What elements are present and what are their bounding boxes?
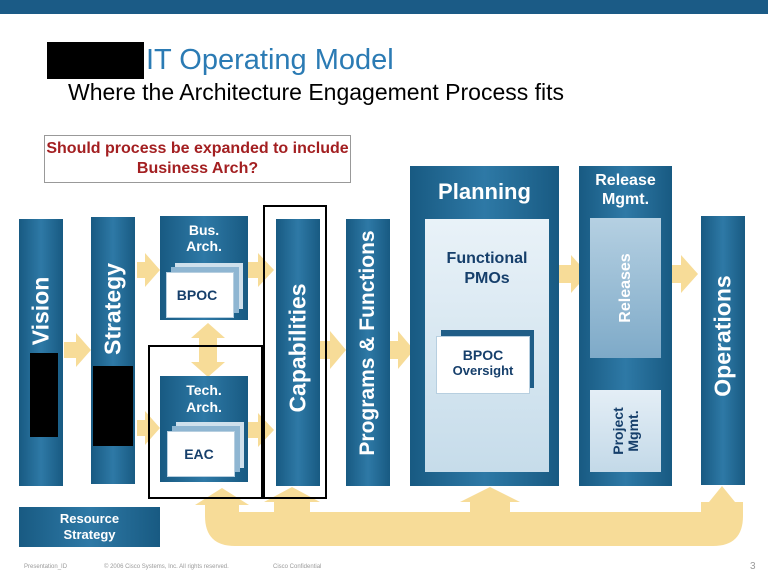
vision-label: Vision [27,276,54,345]
project-mgmt-label: Project Mgmt. [609,407,641,455]
footer-confidential: Cisco Confidential [273,564,322,570]
releases-label: Releases [616,253,634,323]
footer-presentation-id: Presentation_ID [24,564,68,570]
arrow-planning-releases [559,255,588,293]
capabilities-column: Capabilities [276,219,320,486]
functional-pmos-label: Functional PMOs [446,250,528,287]
arrow-bus-tech [191,323,225,377]
resource-loop-arrow [195,486,743,546]
vision-column: Vision [19,219,63,486]
eac-doc-label: EAC [184,446,214,462]
resource-strategy-box: Resource Strategy [19,507,160,547]
bpoc-oversight-label-2: Oversight [452,363,514,378]
page-title: IT Operating Model [146,44,394,76]
programs-functions-column: Programs & Functions [346,219,390,486]
functional-pmos-panel: Functional PMOs BPOC Oversight [425,219,549,472]
bpoc-oversight-document: BPOC Oversight [436,336,530,394]
top-banner [0,0,768,14]
arrow-vision-strategy [64,333,91,367]
question-callout: Should process be expanded to include Bu… [44,135,351,183]
release-mgmt-box: Release Mgmt. Releases Project Mgmt. [579,166,672,486]
capabilities-highlight-frame [263,205,327,499]
redaction-block [47,42,144,79]
planning-label: Planning [438,179,531,204]
page-subtitle: Where the Architecture Engagement Proces… [68,79,565,105]
strategy-label: Strategy [99,262,126,355]
redaction-block [30,353,58,437]
redaction-block [93,366,133,446]
bpoc-doc-label: BPOC [176,287,218,303]
page-number: 3 [750,561,756,572]
tech-arch-label: Tech. Arch. [186,382,222,415]
planning-box: Planning Functional PMOs BPOC Oversight [410,166,559,486]
release-mgmt-label: Release Mgmt. [595,172,656,208]
arrow-capabilities-programs [320,331,346,369]
operations-label: Operations [709,274,736,397]
operations-column: Operations [701,216,745,485]
arrow-strategy-busarch [137,253,160,287]
bus-arch-label: Bus. Arch. [186,222,222,254]
footer-copyright: © 2006 Cisco Systems, Inc. All rights re… [104,564,229,570]
arrow-programs-planning [390,331,414,369]
bpoc-oversight-label-1: BPOC [462,347,504,363]
tech-arch-highlight-frame [148,345,263,499]
releases-panel: Releases [590,218,661,358]
arrow-releases-operations [660,255,698,293]
project-mgmt-panel: Project Mgmt. [590,390,661,472]
arrow-busarch-capabilities [248,253,274,287]
bpoc-document: BPOC [166,272,234,318]
resource-strategy-label: Resource Strategy [59,511,120,542]
eac-document: EAC [167,431,235,477]
programs-functions-label: Programs & Functions [356,229,379,456]
